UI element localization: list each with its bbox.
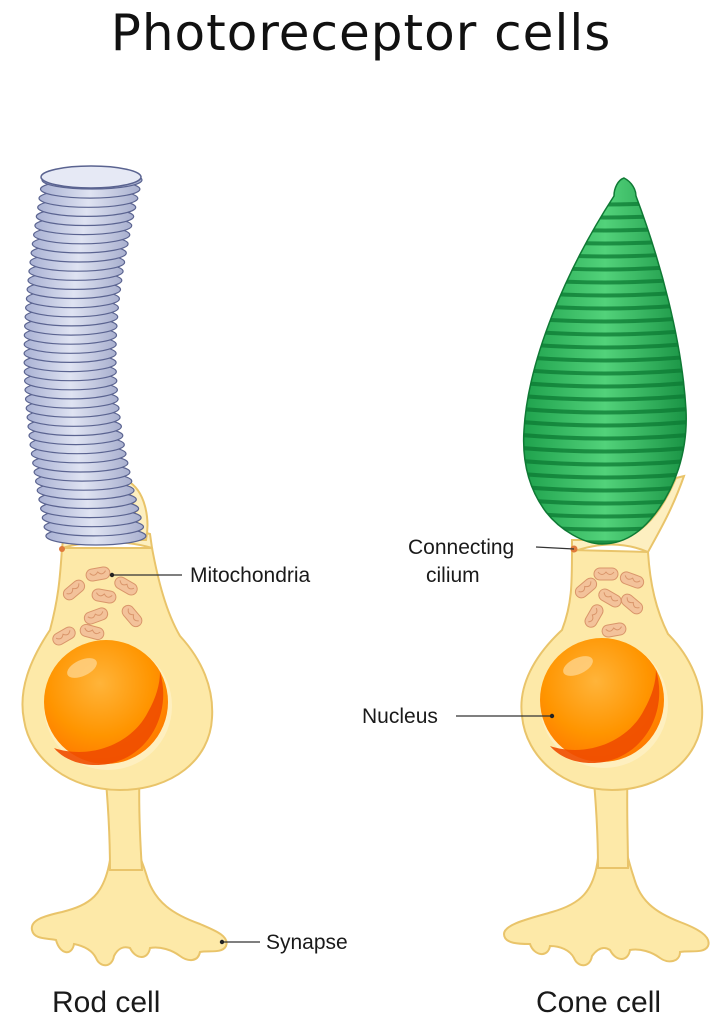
cone-nucleus: [540, 638, 668, 768]
cone-disc: [523, 380, 687, 389]
mitochondrion: [79, 623, 105, 641]
rod-top-disc: [40, 165, 142, 189]
mitochondrion: [83, 607, 109, 625]
mitochondrion: [619, 571, 645, 589]
label-mitochondria: Mitochondria: [190, 564, 311, 587]
mitochondrion: [584, 604, 604, 628]
rod-synapse: [30, 848, 228, 967]
rod-outer-segment: [23, 170, 147, 546]
rod-cilium-dot: [59, 546, 65, 552]
cone-disc: [523, 406, 687, 415]
caption-cone-cell: Cone cell: [536, 986, 662, 1019]
cone-synapse: [502, 848, 710, 967]
rod-nucleus: [44, 640, 172, 770]
cone-cell: [502, 177, 710, 967]
cone-mitochondria: [574, 567, 645, 638]
caption-rod-cell: Rod cell: [52, 986, 161, 1019]
mitochondrion: [114, 576, 138, 596]
cone-disc: [523, 419, 687, 428]
mitochondrion: [620, 593, 644, 615]
mitochondrion: [574, 577, 598, 599]
cone-disc: [523, 432, 687, 441]
leader-lines: [112, 546, 575, 943]
cone-disc: [523, 393, 687, 402]
cilium-leader: [535, 546, 575, 550]
mitochondrion: [121, 604, 143, 628]
label-synapse: Synapse: [266, 931, 348, 954]
rod-cell: [21, 165, 228, 967]
mitochondrion: [601, 622, 627, 638]
mitochondrion: [52, 626, 76, 646]
mitochondrion: [593, 567, 619, 581]
rod-mitochondria: [52, 566, 143, 646]
cone-disc: [523, 458, 687, 467]
cone-disc: [523, 445, 687, 454]
label-nucleus: Nucleus: [362, 705, 438, 728]
mitochondrion: [85, 566, 111, 582]
label-connecting-cilium-line2: cilium: [426, 564, 480, 587]
mitochondrion: [62, 579, 86, 601]
diagram-title: Photoreceptor cells: [110, 4, 612, 62]
cone-disc: [523, 198, 687, 207]
mitochondrion: [91, 588, 117, 604]
label-connecting-cilium-line1: Connecting: [408, 536, 515, 559]
mitochondrion: [598, 588, 622, 608]
leader-dots: [109, 572, 555, 945]
